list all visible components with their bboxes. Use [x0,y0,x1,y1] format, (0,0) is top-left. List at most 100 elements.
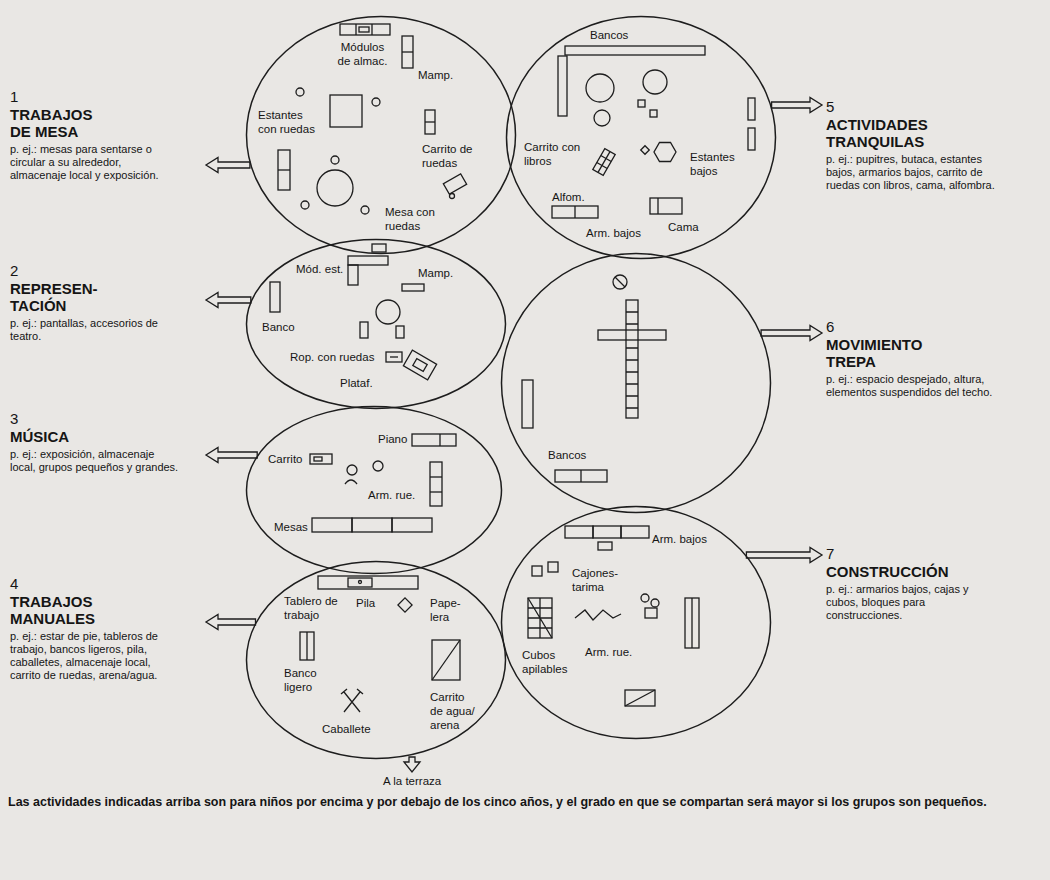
table-symbol [643,70,667,94]
stool-symbol [372,98,380,106]
hollow-arrow [206,158,250,173]
shelf-symbol [330,95,362,127]
cubes-symbol [528,598,552,638]
hanging-element [613,275,627,289]
screen-symbol [402,36,413,68]
activity-zone: BancosCarrito con librosEstantes bajosAl… [505,15,777,260]
bench-symbol [565,46,705,55]
round-table [376,300,400,324]
furniture-label: Cama [668,220,699,234]
round-table [317,170,353,206]
screen-symbol [402,51,413,52]
worktable-symbol [318,576,418,589]
activity-number: 1 [10,88,202,106]
box-symbol [625,690,655,706]
cupboard-symbol [685,598,699,648]
wardrobe-symbol [386,352,402,362]
hanging-element [613,275,627,289]
cupboard-symbol [621,526,649,538]
activity-number: 5 [826,98,1031,116]
table-symbol [641,146,649,154]
hollow-arrow [206,293,251,308]
round-table [360,322,368,338]
table-symbol [312,518,352,532]
bench-symbol [558,46,705,116]
box-symbol [532,566,542,576]
box-symbol [625,690,655,706]
trolley-symbol [310,454,332,464]
activity-zone: Arm. bajosCajones- tarimaCubos apilables… [500,505,772,740]
cupboard-symbol [593,526,621,538]
activity-caption: 7CONSTRUCCIÓNp. ej.: armarios bajos, caj… [826,545,1031,622]
wardrobe-symbol [386,352,402,362]
blocks-line [575,610,621,620]
cupboard-symbol [430,462,442,506]
activity-heading: MÚSICA [10,428,110,445]
furniture-label: Carrito de ruedas [422,142,475,170]
cupboard-symbol [691,598,692,648]
hollow-arrow [206,615,256,630]
shelf-symbol [278,169,290,170]
cupboard-symbol [430,462,442,506]
trolley-symbol [432,640,460,680]
rug-symbol [552,206,598,218]
wheeled-table [443,174,466,199]
cubes-symbol [528,598,552,638]
zone-outline [507,17,776,259]
stool-symbol [296,88,304,96]
storage-modules [359,27,369,32]
trolley-symbol [432,640,460,680]
table-symbol [392,518,432,532]
zone-outline [500,505,772,740]
wardrobe-symbol [390,356,398,357]
furniture-label: Arm. bajos [586,226,641,240]
furniture-label: Mamp. [418,68,453,82]
bin-symbol [398,598,412,612]
furniture-label: Carrito de agua/ arena [430,690,478,732]
table-symbol [594,110,610,126]
storage-modules [340,24,390,35]
stool-symbol [301,201,309,209]
furniture-label: Mesa con ruedas [385,205,445,233]
bench-symbol [580,470,581,482]
worktable-symbol [318,576,418,589]
activity-zone: Bancos [500,252,772,514]
climbing-frame [598,330,666,340]
table-symbol [586,74,614,102]
piano-symbol [412,434,456,446]
furniture-label: Arm. rue. [585,645,632,659]
child-figure [651,599,659,607]
terrace-arrow [404,757,420,772]
platform-symbol [413,359,427,372]
book-trolley [593,149,615,176]
storage-modules [340,24,390,35]
activity-zone: Tablero de trabajoPilaPape- leraBanco li… [245,560,507,760]
zone-outline [245,560,507,760]
activity-caption: 6MOVIMIENTO TREPAp. ej.: espacio despeja… [826,318,1031,399]
bed-symbol [650,198,682,214]
box-symbol [532,562,558,576]
shelf-symbol [748,128,755,150]
hollow-arrow [772,98,822,113]
trolley-symbol [425,110,435,134]
activity-heading: MOVIMIENTO TREPA [826,336,946,370]
activity-number: 6 [826,318,1031,336]
activity-heading: ACTIVIDADES TRANQUILAS [826,116,946,150]
activity-examples: p. ej.: armarios bajos, cajas y cubos, b… [826,583,1001,622]
cupboard-symbol [430,491,442,492]
bench-symbol [270,282,280,312]
hollow-arrow [206,448,257,463]
table-symbol [352,518,392,532]
child-figure [645,608,657,618]
bed-symbol [650,198,682,214]
bench-symbol [300,632,314,660]
activity-examples: p. ej.: pupitres, butaca, estantes bajos… [826,153,1001,192]
furniture-label: Mód. est. [296,262,343,276]
worktable-symbol [348,578,372,587]
furniture-label: Arm. rue. [368,488,415,502]
storage-steps [348,244,388,285]
furniture-label: Tablero de trabajo [284,594,344,622]
furniture-label: Módulos de almac. [335,40,390,68]
activity-caption: 3MÚSICAp. ej.: exposición, almacenaje lo… [10,410,202,474]
child-figure [641,594,649,602]
